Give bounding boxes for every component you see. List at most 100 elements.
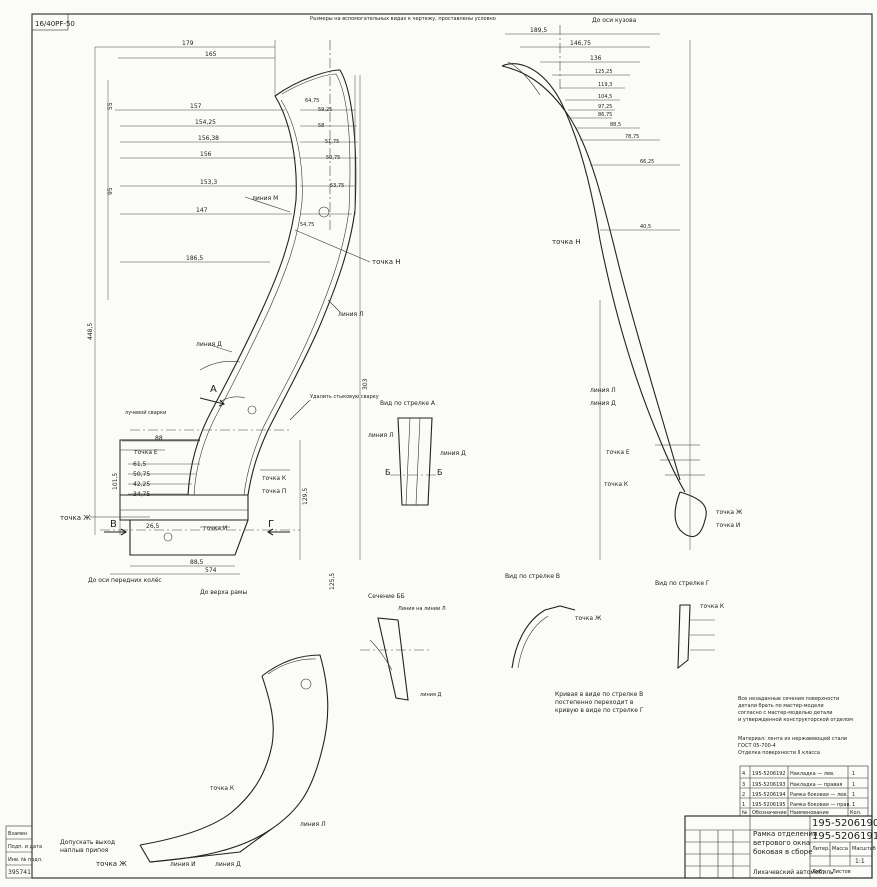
dim-bot-88-5: 88,5 <box>190 559 204 566</box>
stamp-2: Подп. и дата <box>8 844 42 850</box>
side-label-tochka-zh: точка Ж <box>716 509 743 516</box>
dim-v-448: 448,5 <box>87 323 94 340</box>
side-dim-136: 136 <box>590 55 602 62</box>
label-tochka-k: точка К <box>262 475 287 482</box>
bom-qty-2: 1 <box>852 792 855 798</box>
dim-top-153: 153,3 <box>200 179 217 186</box>
dim-top-53: 53,75 <box>330 183 344 189</box>
sheet-border <box>31 13 873 879</box>
tb-scale: 1:1 <box>855 858 865 865</box>
spec-note-1: Материал: лента из нержавеющей стали <box>738 735 847 742</box>
side-view: 189,5 146,75 136 125,25 119,3 104,5 97,2… <box>501 17 743 560</box>
spec-note-3: Отделка поверхности II класса <box>738 750 820 756</box>
dim-top-186: 186,5 <box>186 255 203 262</box>
bom-qty-0: 1 <box>852 771 855 777</box>
note-surface-2: детали брать по мастер-модели <box>738 703 824 709</box>
spec-note-2: ГОСТ 05-700-4 <box>738 743 776 749</box>
dim-bot-26: 26,5 <box>146 523 160 530</box>
section-bb: Сечение ББ Линия на линии Л линия Д <box>360 593 446 701</box>
dim-top-64: 64,75 <box>305 98 319 104</box>
label-liniya-l: линия Л <box>338 311 364 318</box>
view-g-label-k: точка К <box>700 603 725 610</box>
bom-header-code: Обозначение <box>752 810 787 816</box>
code-box <box>31 13 69 31</box>
dim-top-54: 54,75 <box>300 222 314 228</box>
side-label-tochka-i: точка И <box>716 522 740 529</box>
label-tochka-p: точка П <box>262 488 286 495</box>
dim-top-59: 59,25 <box>318 107 332 113</box>
bom-code-0: 195-5206192 <box>752 771 786 777</box>
bom-header-pos: № <box>742 810 748 816</box>
isometric-view: точка К линия Л точка Ж линия И линия Д <box>96 654 329 868</box>
dim-bot-42: 42,25 <box>133 481 150 488</box>
bom-name-3: Рамка боковая — прав. <box>790 802 851 808</box>
dim-top-58: 58 <box>318 123 324 129</box>
arrow-v-icon <box>104 528 128 536</box>
arrow-label-g: Г <box>268 519 274 530</box>
iso-label-i: линия И <box>170 861 196 868</box>
bom-qty-1: 1 <box>852 782 855 788</box>
dim-v-303: 303 <box>362 378 369 390</box>
bom-code-1: 195-5206193 <box>752 782 786 788</box>
label-seam: лучевой сварки <box>125 409 166 416</box>
bom-header-name: Наименование <box>790 810 829 816</box>
label-tochka-n: точка Н <box>372 258 401 266</box>
view-a-label-d: линия Д <box>440 450 466 457</box>
dim-top-51: 51,75 <box>325 139 339 145</box>
iso-label-l: линия Л <box>300 821 326 828</box>
bom-name-0: Накладка — лев. <box>790 771 835 777</box>
dim-top-154: 154,25 <box>195 119 216 126</box>
stamp-1: Взамен <box>8 831 27 837</box>
side-label-liniya-l: линия Л <box>590 387 616 394</box>
title-block: 195-5206190 195-5206191 Рамка отделения … <box>684 815 877 879</box>
bom-pos-0: 4 <box>742 771 745 777</box>
dim-top-50: 50,75 <box>326 155 340 161</box>
view-a-mark-b2: Б <box>437 468 443 477</box>
bom-code-2: 195-5206194 <box>752 792 786 798</box>
bom-code-3: 195-5206195 <box>752 802 786 808</box>
side-dim-86: 86,75 <box>598 112 612 118</box>
arrow-label-v: В <box>110 519 117 530</box>
label-liniya-m: линия М <box>252 195 278 202</box>
side-dim-125: 125,25 <box>595 69 613 75</box>
side-dim-40: 40,5 <box>640 224 651 230</box>
tb-factory: Лихачевский автомобиль <box>753 869 834 876</box>
bom-name-1: Накладка — правая <box>790 782 842 788</box>
dim-v-55: 55 <box>107 102 114 110</box>
note-curve-2: постепенно переходит в <box>555 699 634 706</box>
bom-pos-2: 2 <box>742 792 745 798</box>
arrow-g-icon <box>266 528 290 536</box>
dim-top-157: 157 <box>190 103 202 110</box>
dim-top-156: 156 <box>200 151 212 158</box>
part-title-1: Рамка отделения <box>753 830 817 838</box>
view-a: Вид по стрелке А линия Л линия Д Б Б <box>368 400 466 506</box>
dim-top-179: 179 <box>182 40 194 47</box>
label-tochka-i: точка И <box>203 525 227 532</box>
arrow-a-icon <box>199 397 225 407</box>
bottom-note-1: Допускать выход <box>60 839 115 846</box>
iso-label-k: точка К <box>210 785 235 792</box>
side-label-tochka-e: точка Е <box>606 449 630 456</box>
doc-number-alt: 195-5206191 <box>812 831 877 842</box>
section-bb-label-d: линия Д <box>420 692 442 698</box>
side-label-liniya-d: линия Д <box>590 400 616 407</box>
dim-v-125: 125,5 <box>329 573 336 590</box>
view-a-label-l: линия Л <box>368 432 394 439</box>
side-dim-66: 66,25 <box>640 159 654 165</box>
label-axis-wheels: До оси передних колёс <box>88 577 162 584</box>
bom-pos-3: 1 <box>742 802 745 808</box>
side-dim-119: 119,3 <box>598 82 612 88</box>
view-v-title: Вид по стрелке В <box>505 573 560 580</box>
side-dim-88: 88,5 <box>610 122 621 128</box>
note-surface-4: и утвержденной конструкторской отделом <box>738 716 853 723</box>
label-remove-seam: Удалить стыковую сварку <box>310 394 379 400</box>
side-dim-189: 189,5 <box>530 27 547 34</box>
view-a-mark-b1: Б <box>385 468 391 477</box>
part-title-3: боковая в сборе <box>753 848 813 856</box>
label-tochka-zh: точка Ж <box>60 514 91 522</box>
bom-pos-1: 3 <box>742 782 745 788</box>
view-v: Вид по стрелке В точка Ж <box>505 573 602 669</box>
note-surface-3: согласно с мастер-моделью детали <box>738 710 833 716</box>
